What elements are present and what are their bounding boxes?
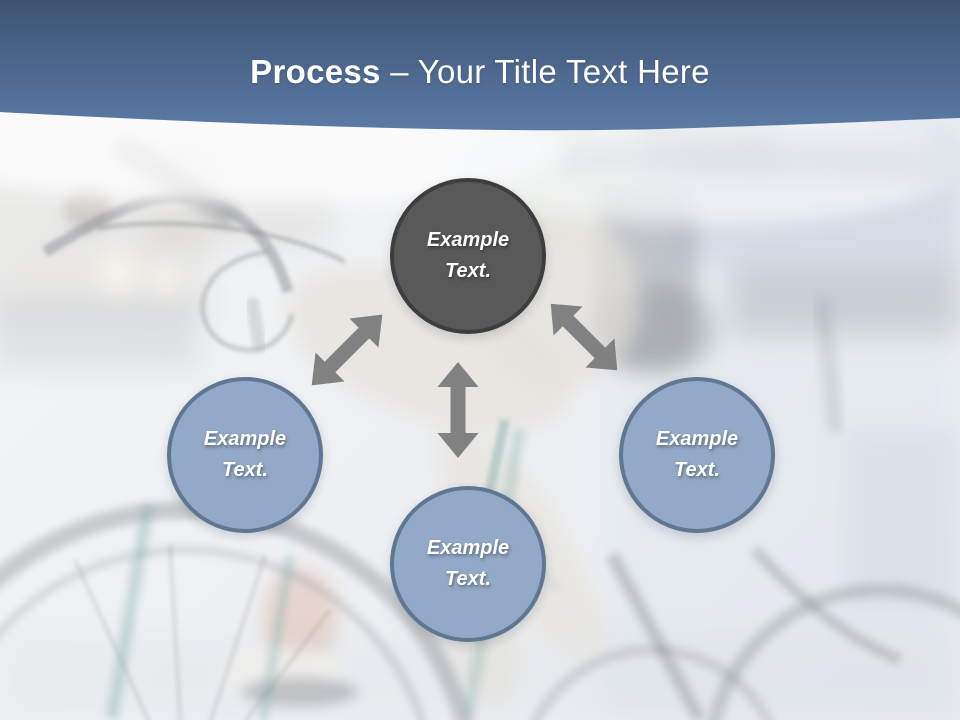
double-arrow-top-bottom: [437, 362, 479, 458]
node-label-line2: Text.: [445, 260, 491, 282]
photo-street-left: [0, 130, 330, 370]
node-label-line1: Example: [426, 229, 510, 251]
double-arrow-top-left: [311, 314, 383, 386]
header-band: [0, 0, 960, 131]
node-label-line1: Example: [655, 428, 739, 450]
process-node-top: Example Text.: [390, 178, 546, 334]
node-label-line1: Example: [203, 428, 287, 450]
double-arrow-top-right: [550, 303, 618, 371]
title-emphasis: Process: [250, 53, 381, 90]
title-rest: – Your Title Text Here: [390, 53, 710, 90]
node-label-line2: Text.: [674, 459, 720, 481]
photo-bicycle-rear: [531, 546, 960, 720]
process-node-bottom: Example Text.: [390, 486, 546, 642]
node-label-line2: Text.: [445, 568, 491, 590]
photo-cyclist: [64, 116, 717, 707]
node-label-line2: Text.: [222, 459, 268, 481]
process-node-left: Example Text.: [167, 377, 323, 533]
photo-cars-right: [640, 118, 960, 610]
slide-title: Process – Your Title Text Here: [0, 52, 960, 92]
node-label-line1: Example: [426, 537, 510, 559]
process-node-right: Example Text.: [619, 377, 775, 533]
